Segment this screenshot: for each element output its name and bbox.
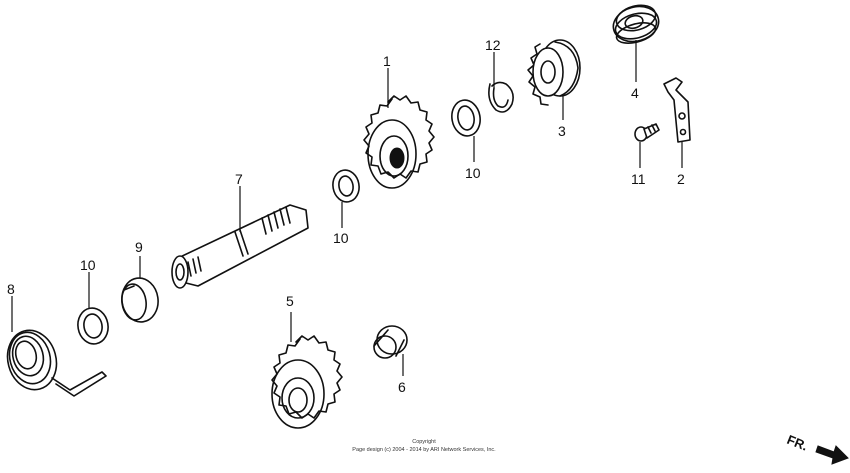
part-10-washer-middle[interactable] [330,168,361,204]
callout-7[interactable]: 7 [235,171,243,187]
part-3-ratchet[interactable] [527,39,581,106]
callout-10-middle[interactable]: 10 [333,230,349,246]
part-8-spring[interactable] [1,325,107,397]
part-11-bolt[interactable] [634,123,660,142]
part-7-shaft[interactable] [171,204,309,289]
part-10-washer-left[interactable] [75,306,111,347]
callout-3[interactable]: 3 [558,123,566,139]
part-2-plate[interactable] [663,77,691,143]
callout-6[interactable]: 6 [398,379,406,395]
callout-11[interactable]: 11 [631,171,646,187]
front-label: FR. [785,432,810,454]
callouts: 1 2 3 4 5 6 7 8 9 10 10 10 11 12 [7,37,685,395]
part-6-bushing[interactable] [373,325,408,359]
part-9-collar[interactable] [119,276,161,325]
copyright-line-2: Page design (c) 2004 - 2014 by ARI Netwo… [352,447,496,453]
callout-9[interactable]: 9 [135,239,143,255]
leader-lines [11,40,683,376]
callout-10-upper[interactable]: 10 [465,165,481,181]
callout-2[interactable]: 2 [677,171,685,187]
callout-12[interactable]: 12 [485,37,501,53]
part-5-gear[interactable] [271,335,343,429]
copyright-line-1: Copyright [412,439,436,445]
callout-8[interactable]: 8 [7,281,15,297]
front-direction-indicator: FR. [785,432,849,465]
part-1-gear[interactable] [363,95,435,189]
callout-10-left[interactable]: 10 [80,257,96,273]
part-10-washer-upper[interactable] [449,98,483,138]
callout-5[interactable]: 5 [286,293,294,309]
part-4-spring[interactable] [609,1,662,47]
callout-4[interactable]: 4 [631,85,639,101]
copyright-notice: Copyright Page design (c) 2004 - 2014 by… [352,439,496,453]
front-arrow-icon [815,445,849,465]
part-12-snap-ring[interactable] [488,81,514,113]
callout-1[interactable]: 1 [383,53,391,69]
